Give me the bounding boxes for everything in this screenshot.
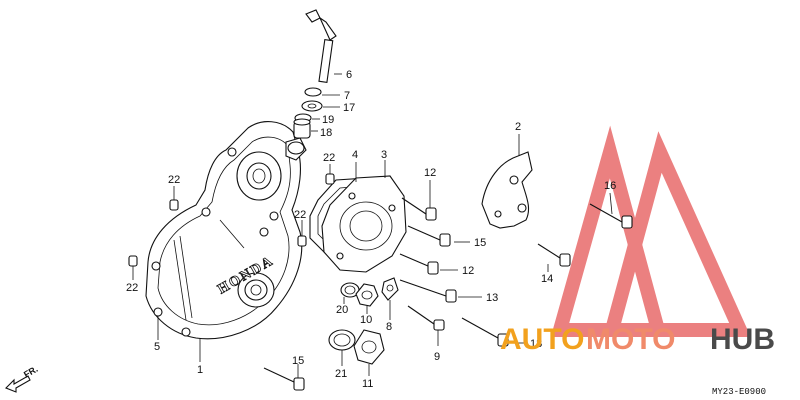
- cap-10: [355, 283, 379, 307]
- part-label-13b: 13: [530, 338, 542, 350]
- bolt-13-lower: [461, 317, 509, 347]
- dowel-pin-22-b: [128, 255, 138, 267]
- watermark-auto: AUTO: [500, 323, 584, 356]
- sprocket-cover-2: [481, 151, 533, 229]
- part-label-20: 20: [336, 304, 348, 316]
- watermark-moto: MOTO: [586, 323, 675, 356]
- clip-7: [304, 87, 322, 97]
- part-label-9: 9: [434, 351, 440, 363]
- part-label-21: 21: [335, 368, 347, 380]
- leader-lines: [132, 73, 613, 378]
- washer-17: [301, 100, 323, 112]
- bolt-14: [537, 243, 571, 267]
- part-label-16: 16: [604, 180, 616, 192]
- part-label-14: 14: [541, 273, 553, 285]
- speedo-shaft-6: [305, 9, 337, 83]
- cap-11: [353, 329, 385, 365]
- part-label-10: 10: [360, 314, 372, 326]
- part-label-22b: 22: [126, 282, 138, 294]
- part-label-11: 11: [362, 378, 373, 390]
- bolt-12-upper: [401, 197, 437, 221]
- bolt-15-upper: [407, 225, 451, 247]
- part-label-4: 4: [352, 149, 358, 161]
- left-crankcase-cover: HONDA: [145, 121, 307, 340]
- part-label-12b: 12: [462, 265, 474, 277]
- part-label-8: 8: [386, 321, 392, 333]
- bolt-9: [407, 305, 445, 331]
- part-label-19: 19: [322, 114, 334, 126]
- front-direction-label: FR.: [22, 364, 40, 380]
- part-label-2: 2: [515, 121, 521, 133]
- diagram-code: MY23-E0900: [712, 387, 766, 397]
- part-label-6: 6: [346, 69, 352, 81]
- part-label-7: 7: [344, 90, 350, 102]
- o-ring-21: [328, 329, 356, 351]
- front-direction-arrow: FR.: [5, 364, 40, 393]
- part-label-15b: 15: [292, 355, 304, 367]
- bolt-13-upper: [399, 279, 457, 303]
- gear-18: [293, 118, 311, 139]
- part-label-15a: 15: [474, 237, 486, 249]
- part-label-22a: 22: [168, 174, 180, 186]
- part-label-1: 1: [197, 364, 203, 376]
- part-number-labels: 6 7 17 19 18 2 3 4 12 15 12 13 16 14 9 1…: [126, 69, 616, 390]
- bolt-16: [589, 203, 633, 229]
- part-label-12a: 12: [424, 167, 436, 179]
- water-pump-cover-3: [321, 175, 407, 273]
- clamp-8: [381, 277, 399, 301]
- dowel-pin-22-d: [297, 235, 307, 247]
- watermark-logo-text: AUTO MOTO HUB: [500, 323, 775, 356]
- part-label-22c: 22: [323, 152, 335, 164]
- watermark-hub: HUB: [710, 323, 775, 356]
- part-label-17: 17: [343, 102, 355, 114]
- dowel-pin-22-a: [169, 199, 179, 211]
- bolt-12-lower: [399, 253, 439, 275]
- watermark-logo-triangles: [550, 125, 751, 337]
- part-label-3: 3: [381, 149, 387, 161]
- part-label-5: 5: [154, 341, 160, 353]
- part-label-22d: 22: [294, 209, 306, 221]
- part-label-18: 18: [320, 127, 332, 139]
- part-label-13a: 13: [486, 292, 498, 304]
- dowel-pin-22-c: [325, 173, 335, 185]
- bolt-15-lower: [263, 367, 305, 391]
